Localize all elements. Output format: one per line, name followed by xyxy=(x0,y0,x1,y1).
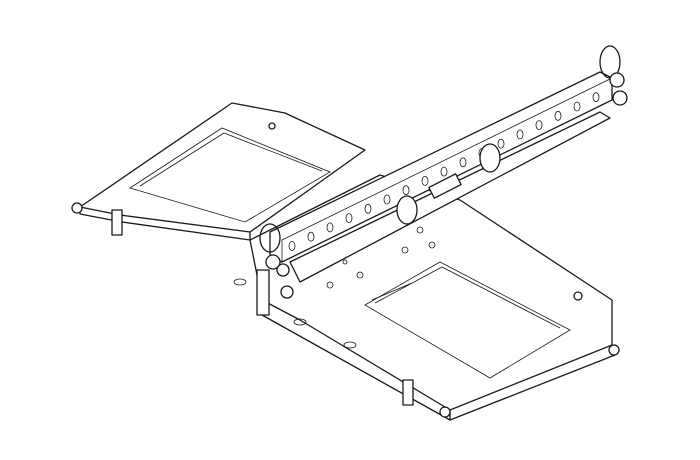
beam-hole xyxy=(307,231,315,242)
beam-hole xyxy=(288,241,296,251)
spreader-beam xyxy=(259,45,628,283)
beam-hole xyxy=(592,92,600,103)
beam-hole xyxy=(383,194,391,205)
beam-hole xyxy=(421,175,429,186)
beam-hole xyxy=(535,120,543,130)
beam-hole xyxy=(364,203,372,214)
left-plate xyxy=(79,102,366,233)
beam-hole xyxy=(516,129,524,140)
center-boss xyxy=(396,195,418,225)
beam-hole xyxy=(459,157,467,168)
left-shackle-icon xyxy=(259,223,281,253)
beam-hole xyxy=(554,110,562,121)
beam-hole xyxy=(497,138,505,149)
corner-brackets xyxy=(71,122,620,418)
beam-hole xyxy=(402,185,410,196)
beam-hole xyxy=(326,222,334,233)
beam-hole xyxy=(573,101,581,112)
right-cutout xyxy=(364,261,571,379)
beam-hole xyxy=(440,166,448,177)
beam-hole xyxy=(345,213,353,224)
left-cutout xyxy=(129,127,331,223)
plate-holes xyxy=(233,226,436,349)
